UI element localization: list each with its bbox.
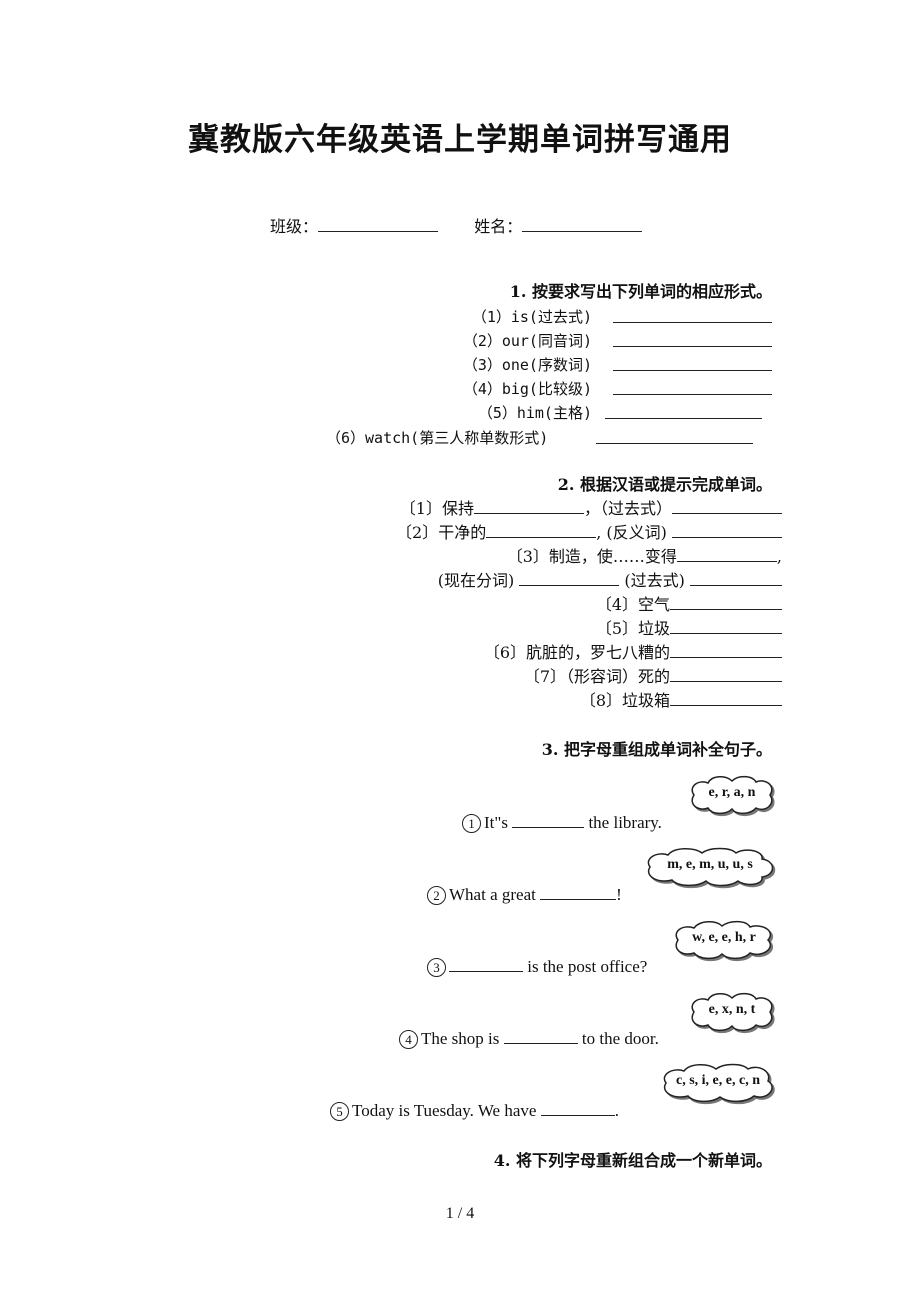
s2-line-4: (现在分词) (过去式) [438, 569, 782, 592]
s2-hint: (过去式) [624, 571, 685, 590]
s2-answer[interactable] [670, 593, 782, 610]
scrambled-letters: m, e, m, u, u, s [667, 857, 753, 872]
s3-answer[interactable] [503, 1027, 578, 1044]
s3-answer[interactable] [540, 1099, 615, 1116]
s1-item-4: （4）big(比较级) [462, 380, 592, 398]
s2-line-1: 〔1〕保持 ，（过去式） [400, 497, 782, 520]
section1-heading: 1. 按要求写出下列单词的相应形式。 [509, 282, 772, 301]
s2-prompt: 〔1〕保持 [399, 499, 474, 518]
s2-line-8: 〔7〕（形容词）死的 [524, 665, 782, 688]
s2-line-7: 〔6〕肮脏的，罗七八糟的 [484, 641, 782, 664]
s3-answer[interactable] [512, 811, 585, 828]
s2-line-2: 〔2〕干净的 , (反义词) [396, 521, 782, 544]
s2-hint: , (反义词) [596, 523, 667, 542]
s2-answer[interactable] [519, 569, 620, 586]
section2-heading: 2. 根据汉语或提示完成单词。 [557, 475, 772, 494]
s2-prompt: 〔6〕肮脏的，罗七八糟的 [483, 643, 670, 662]
letter-cloud: w, e, e, h, r [670, 918, 778, 962]
s2-line-3: 〔3〕制造，使……变得, [507, 545, 782, 568]
s3-sentence-3: 3 is the post office? [427, 955, 647, 977]
scrambled-letters: c, s, i, e, e, c, n [676, 1073, 760, 1088]
section4-heading: 4. 将下列字母重新组合成一个新单词。 [493, 1151, 772, 1170]
s2-answer[interactable] [486, 521, 597, 538]
s2-line-5: 〔4〕空气 [596, 593, 782, 616]
s2-prompt: 〔4〕空气 [595, 595, 670, 614]
sentence-text: . [614, 1101, 619, 1120]
class-field[interactable] [318, 215, 439, 232]
scrambled-letters: e, x, n, t [708, 1002, 756, 1017]
section3-heading: 3. 把字母重组成单词补全句子。 [541, 740, 772, 759]
cloud-icon [647, 847, 774, 887]
s1-item-6: （6）watch(第三人称单数形式) [326, 429, 549, 447]
name-field[interactable] [522, 215, 643, 232]
s2-answer[interactable] [670, 665, 782, 682]
sentence-text: to the door. [581, 1029, 659, 1048]
s2-answer[interactable] [672, 521, 782, 538]
s1-item-1: （1）is(过去式) [471, 308, 592, 326]
s1-item-2: （2）our(同音词) [462, 332, 592, 350]
s2-line-6: 〔5〕垃圾 [596, 617, 782, 640]
sentence-text: the library. [588, 813, 662, 832]
sentence-text: The shop is [421, 1029, 500, 1048]
s2-answer[interactable] [672, 497, 782, 514]
letter-cloud: e, x, n, t [686, 990, 778, 1034]
scrambled-letters: w, e, e, h, r [692, 930, 756, 945]
sentence-text: It"s [484, 813, 508, 832]
s3-answer[interactable] [449, 955, 523, 972]
s2-prompt: 〔2〕干净的 [396, 523, 487, 542]
sentence-text: Today is Tuesday. We have [352, 1101, 537, 1120]
sentence-text: is the post office? [527, 957, 648, 976]
s2-line-9: 〔8〕垃圾箱 [580, 689, 782, 712]
s1-answer-2[interactable] [613, 330, 772, 347]
s1-answer-5[interactable] [605, 402, 762, 419]
sentence-text: ! [616, 885, 622, 904]
s2-answer[interactable] [670, 689, 782, 706]
s2-hint: (现在分词) [437, 571, 515, 590]
s1-answer-3[interactable] [613, 354, 772, 371]
s1-answer-4[interactable] [613, 378, 772, 395]
item-number: 3 [427, 958, 446, 977]
s2-answer[interactable] [670, 641, 782, 658]
cloud-icon [675, 920, 771, 960]
cloud-icon [691, 992, 773, 1032]
s1-item-3: （3）one(序数词) [462, 356, 592, 374]
s2-answer[interactable] [670, 617, 782, 634]
item-number: 5 [330, 1102, 349, 1121]
item-number: 1 [462, 814, 481, 833]
s2-hint: , [776, 547, 782, 566]
class-label: 班级： [270, 217, 319, 236]
page-title: 冀教版六年级英语上学期单词拼写通用 [188, 122, 732, 158]
item-number: 2 [427, 886, 446, 905]
letter-cloud: c, s, i, e, e, c, n [658, 1061, 778, 1105]
item-number: 4 [399, 1030, 418, 1049]
s3-answer[interactable] [540, 883, 617, 900]
s1-answer-1[interactable] [613, 306, 772, 323]
student-info: 班级： 姓名： [270, 215, 643, 238]
scrambled-letters: e, r, a, n [708, 785, 756, 800]
s2-answer[interactable] [676, 545, 777, 562]
s1-answer-6[interactable] [596, 427, 753, 444]
s2-prompt: 〔8〕垃圾箱 [579, 691, 670, 710]
s1-item-5: （5）him(主格) [477, 404, 592, 422]
letter-cloud: e, r, a, n [686, 773, 778, 817]
s2-prompt: 〔5〕垃圾 [595, 619, 670, 638]
s2-prompt: 〔7〕（形容词）死的 [523, 667, 670, 686]
letter-cloud: m, e, m, u, u, s [642, 845, 778, 889]
s2-answer[interactable] [473, 497, 584, 514]
page-number: 1 / 4 [445, 1205, 475, 1222]
cloud-icon [663, 1063, 773, 1103]
cloud-icon [691, 775, 773, 815]
sentence-text: What a great [449, 885, 536, 904]
name-label: 姓名： [474, 217, 523, 236]
s2-answer[interactable] [690, 569, 782, 586]
s2-prompt: 〔3〕制造，使……变得 [506, 547, 677, 566]
s2-hint: ，（过去式） [583, 499, 672, 518]
